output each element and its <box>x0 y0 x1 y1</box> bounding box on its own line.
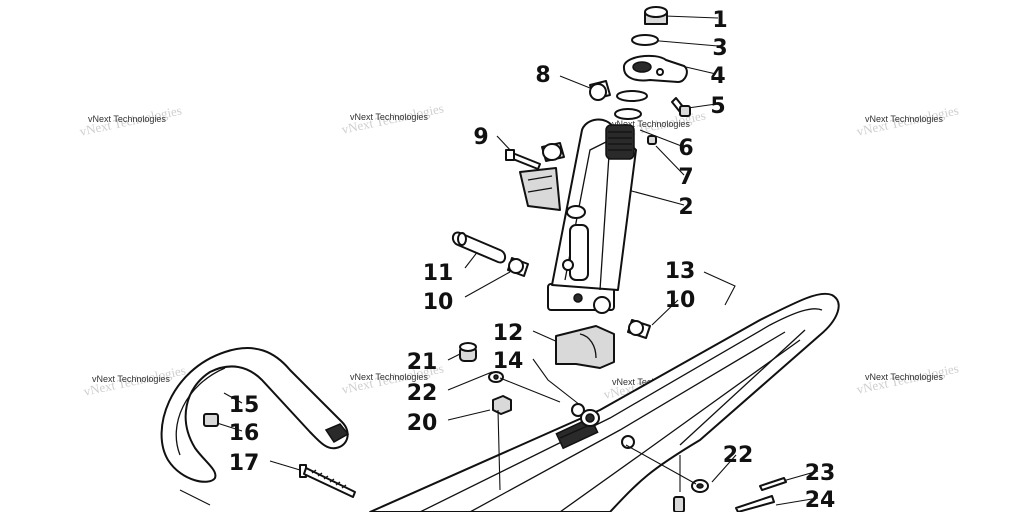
callout-c22a: 22 <box>407 381 438 406</box>
leader-line-c10b <box>651 299 679 326</box>
spindle-arm <box>551 118 637 291</box>
leader-line-c3 <box>647 39 719 47</box>
callout-c11: 11 <box>423 261 454 286</box>
leader-line-c22b <box>711 454 737 483</box>
callout-c23: 23 <box>805 461 836 486</box>
saddle-bushing <box>580 409 600 427</box>
handle-plug <box>203 413 219 427</box>
thrust-washer <box>614 90 648 120</box>
leader-line-c5 <box>687 103 717 109</box>
leader-line-c16 <box>216 422 243 432</box>
watermark-text: vNext Technologies <box>350 372 428 382</box>
leader-line-c1 <box>664 15 719 19</box>
leader-line-c8 <box>559 75 596 101</box>
callout-c10b: 10 <box>665 288 696 313</box>
ski-bolt <box>735 495 775 512</box>
watermark-text: vNext Technologies <box>88 114 166 124</box>
spindle-bushing-top <box>589 80 611 101</box>
callout-c8: 8 <box>535 63 550 88</box>
callout-c9: 9 <box>473 125 488 150</box>
callout-c5: 5 <box>710 94 725 119</box>
callout-c13: 13 <box>665 259 696 284</box>
callout-c12: 12 <box>493 321 524 346</box>
callout-c7: 7 <box>678 165 693 190</box>
watermark-text: vNext Technologies <box>612 119 690 129</box>
callout-c2: 2 <box>678 195 693 220</box>
callout-c14: 14 <box>493 349 524 374</box>
leader-line-c15 <box>223 392 243 404</box>
ski-handle-loop <box>160 347 350 483</box>
callout-c24: 24 <box>805 488 836 512</box>
ski-saddle <box>555 325 615 369</box>
leader-line-c24 <box>775 497 819 506</box>
clamp-bolt <box>671 97 691 117</box>
leader-line-c13 <box>703 271 736 306</box>
wear-bar-bracket <box>519 167 561 211</box>
steering-clamp <box>623 54 688 83</box>
cotter-pin <box>759 477 787 491</box>
spindle-spring <box>605 124 635 160</box>
leader-line-c14 <box>532 358 581 406</box>
watermark-text: vNext Technologies <box>865 372 943 382</box>
watermark-text: vNext Technologies <box>865 114 943 124</box>
handle-bolt <box>299 464 356 498</box>
callout-c10a: 10 <box>423 290 454 315</box>
callout-c16: 16 <box>229 421 260 446</box>
washer-upper <box>488 371 504 383</box>
watermark-text: vNext Technologies <box>92 374 170 384</box>
leader-line-c17 <box>269 460 301 471</box>
watermark-text: vNext Technologies <box>350 112 428 122</box>
pivot-bushing-right <box>627 319 651 339</box>
spindle-cap <box>644 6 668 25</box>
leader-line-c10a <box>464 271 511 298</box>
callout-c17: 17 <box>229 451 260 476</box>
leader-lines <box>216 15 819 506</box>
pivot-bushing-left <box>507 257 529 277</box>
callout-c1: 1 <box>712 8 727 33</box>
leader-line-c20 <box>447 409 491 421</box>
washer-lower <box>691 479 709 493</box>
retaining-ring <box>631 34 659 46</box>
callout-c20: 20 <box>407 411 438 436</box>
leader-line-c7 <box>655 145 685 176</box>
leader-line-c2 <box>627 189 685 206</box>
callout-c3: 3 <box>712 36 727 61</box>
leader-line-c22a <box>447 371 493 391</box>
leader-line-c6 <box>639 129 685 148</box>
lock-nut <box>492 395 512 415</box>
callout-c6: 6 <box>678 136 693 161</box>
spindle-mount-bolt <box>505 149 541 170</box>
spindle-bushing-mid <box>541 142 565 162</box>
callout-c15: 15 <box>229 393 260 418</box>
callout-c22b: 22 <box>723 443 754 468</box>
callout-c21: 21 <box>407 350 438 375</box>
rivet <box>673 496 685 512</box>
ski <box>369 292 840 512</box>
callout-c4: 4 <box>710 64 725 89</box>
pivot-sleeve <box>452 231 506 264</box>
grease-fitting <box>647 135 657 145</box>
cap-nut <box>459 342 477 362</box>
assembly-guides <box>179 377 697 506</box>
